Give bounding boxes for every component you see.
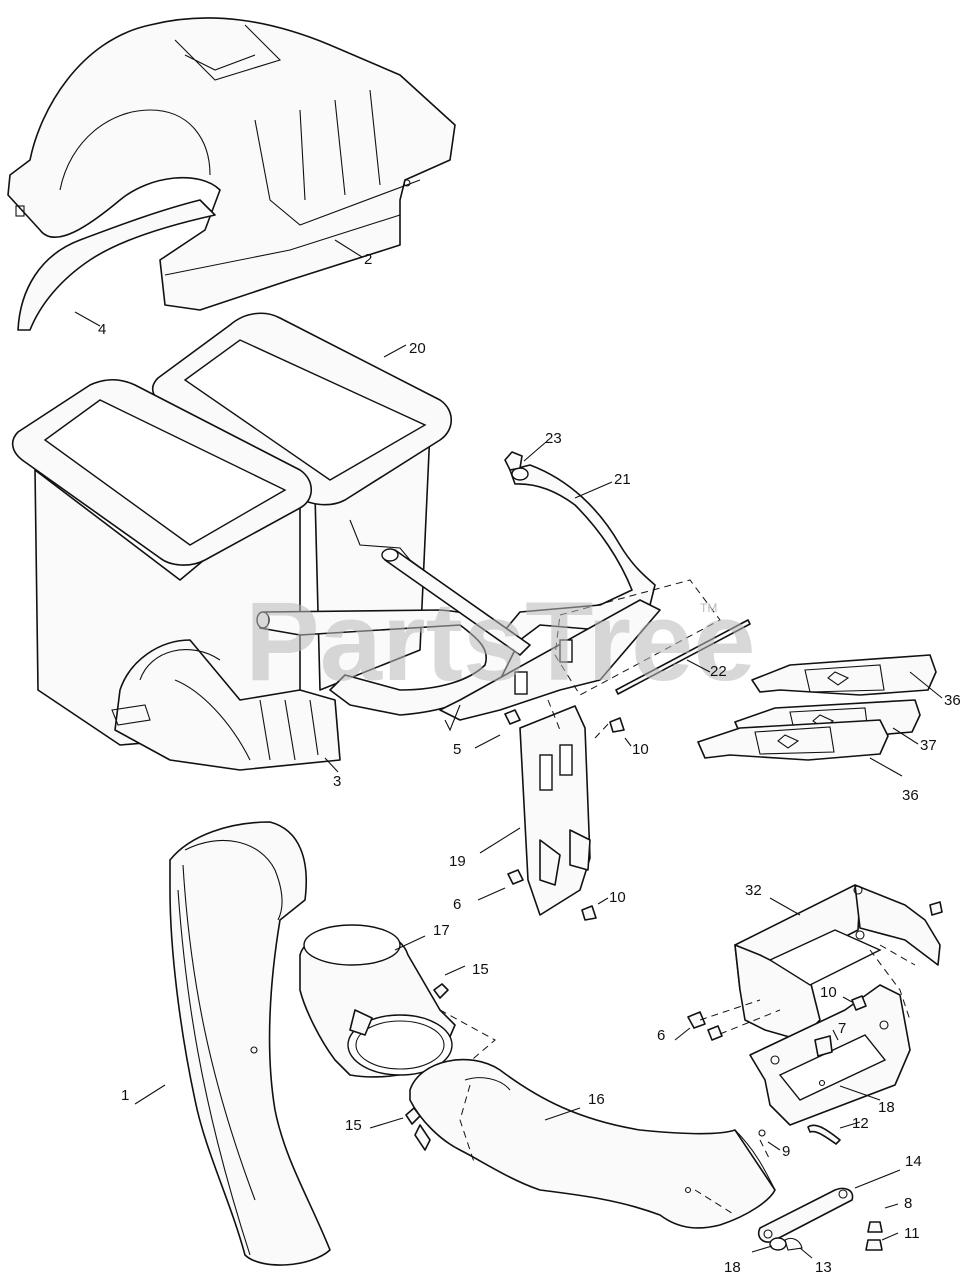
part-3-chute-adapter	[111, 639, 341, 771]
callout-13: 13	[815, 1259, 832, 1276]
callout-37: 37	[920, 737, 937, 754]
callout-22: 19	[449, 853, 466, 870]
washer-18	[769, 1237, 787, 1251]
callout-17: 17	[433, 922, 450, 939]
leader-lines	[74, 239, 943, 1259]
small-hardware	[769, 1221, 883, 1251]
nut-10-lower	[581, 905, 597, 921]
callout-16: 16	[588, 1091, 605, 1108]
clip-12	[807, 1124, 841, 1145]
part-23-rod	[554, 579, 751, 696]
callout-24: 23	[545, 430, 562, 447]
callout-15-upper: 15	[472, 961, 489, 978]
callout-labels: 2 4 20 23 21 22 36 37 36 10 5 19 6 10 3 …	[98, 251, 961, 1276]
part-16-elbow-chute	[409, 1058, 776, 1229]
nut-10-upper	[609, 717, 625, 733]
callout-10-lower: 10	[820, 984, 837, 1001]
part-17-sleeve	[299, 924, 496, 1078]
callout-36-lower: 36	[902, 787, 919, 804]
callout-1: 1	[121, 1087, 129, 1104]
part-36-blade-lower	[697, 719, 889, 761]
callout-10-middle: 10	[609, 889, 626, 906]
callout-32: 32	[745, 882, 762, 899]
part-2-bagger-cover	[7, 17, 456, 311]
part-24-end-cap	[504, 451, 523, 471]
fastener-bolts	[504, 709, 625, 921]
callout-36-upper: 36	[944, 692, 961, 709]
watermark-trademark: TM	[700, 601, 717, 615]
part-1-discharge-chute	[169, 821, 331, 1266]
fitting-8	[867, 1221, 883, 1233]
part-19-lower-bracket	[687, 984, 911, 1145]
callout-14: 14	[905, 1153, 922, 1170]
callout-6-upper: 6	[453, 896, 461, 913]
nut-11	[865, 1239, 883, 1251]
callout-18: 18	[724, 1259, 741, 1276]
callout-2: 2	[364, 251, 372, 268]
part-21-support-frame	[256, 464, 661, 732]
callout-9: 9	[782, 1143, 790, 1160]
cover-label-icon	[15, 205, 25, 217]
callout-4: 4	[98, 321, 106, 338]
part-14-link-arm	[757, 1187, 854, 1243]
part-22-hanger-bracket	[519, 699, 611, 916]
callout-11: 11	[904, 1225, 920, 1242]
callout-7: 7	[838, 1020, 846, 1037]
callout-5: 5	[453, 741, 461, 758]
part-32-mount-bracket	[734, 884, 943, 1041]
bolt-9	[758, 1129, 766, 1137]
fastener-screws-15	[405, 983, 449, 1125]
callout-10-upper: 10	[632, 741, 649, 758]
callout-21: 21	[614, 471, 631, 488]
part-36-blade-upper	[751, 654, 937, 696]
pin-7	[814, 1035, 833, 1057]
part-4-deflector-shield	[17, 199, 216, 331]
callout-20: 20	[409, 340, 426, 357]
callout-12: 12	[852, 1115, 869, 1132]
callout-8: 8	[904, 1195, 912, 1212]
nut-10-bracket	[851, 995, 867, 1011]
watermark-text: PartsTree	[245, 579, 756, 704]
callout-15-lower: 15	[345, 1117, 362, 1134]
callout-6-lower: 6	[657, 1027, 665, 1044]
callout-23: 22	[710, 663, 727, 680]
callout-3: 3	[333, 773, 341, 790]
pin-13	[784, 1237, 803, 1251]
callout-19: 18	[878, 1099, 895, 1116]
